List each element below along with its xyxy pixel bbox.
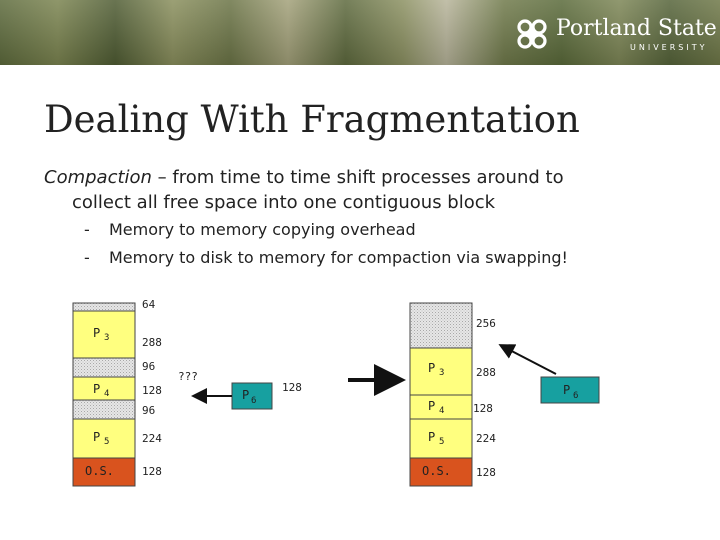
p5-label: P — [428, 430, 435, 444]
p6-process-box: P 6 128 — [231, 381, 302, 410]
process-block-p4 — [409, 394, 473, 420]
definition-continuation: collect all free space into one contiguo… — [72, 192, 496, 213]
p4-subscript: 4 — [439, 406, 444, 416]
p4-subscript: 4 — [104, 389, 109, 399]
bullet-item: Memory to disk to memory for compaction … — [109, 248, 568, 267]
os-block — [409, 457, 473, 487]
p6-subscript: 6 — [573, 391, 578, 401]
p6-subscript: 6 — [251, 396, 256, 406]
logo-subtitle: UNIVERSITY — [630, 43, 708, 52]
header-banner — [0, 0, 720, 65]
university-logo: Portland State UNIVERSITY — [512, 14, 717, 54]
process-block-p3 — [72, 310, 136, 359]
p3-subscript: 3 — [439, 368, 444, 378]
p6-block — [540, 376, 600, 404]
psu-mark-icon — [517, 19, 547, 49]
size-label: 288 — [476, 366, 496, 379]
logo-name: Portland State — [556, 16, 717, 41]
bullet-marker: - — [84, 248, 90, 267]
bullet-marker: - — [84, 220, 90, 239]
size-label: 256 — [476, 317, 496, 330]
left-memory-column: P 3 P 4 P 5 O.S. 64 288 96 128 96 224 12… — [72, 298, 162, 487]
size-label: 96 — [142, 360, 155, 373]
os-block — [72, 457, 136, 487]
size-label: 96 — [142, 404, 155, 417]
p5-label: P — [93, 430, 100, 444]
free-block — [72, 357, 136, 378]
definition-text: – from time to time shift processes arou… — [151, 167, 564, 188]
p3-subscript: 3 — [104, 333, 109, 343]
size-label: 64 — [142, 298, 156, 311]
p5-subscript: 5 — [439, 437, 444, 447]
size-label: 224 — [476, 432, 496, 445]
compaction-definition: Compaction – from time to time shift pro… — [44, 167, 564, 188]
free-block — [409, 302, 473, 349]
process-block-p5 — [409, 418, 473, 459]
slide-title: Dealing With Fragmentation — [44, 98, 580, 141]
memory-compaction-diagram: P 3 P 4 P 5 O.S. 64 288 96 128 96 224 12… — [72, 298, 600, 487]
p6-size-label: 128 — [282, 381, 302, 394]
free-block — [72, 399, 136, 420]
os-label: O.S. — [422, 464, 451, 478]
size-label: 128 — [473, 402, 493, 415]
p6-label: P — [563, 383, 570, 397]
free-block — [72, 302, 136, 312]
compaction-term: Compaction — [44, 167, 152, 188]
p6-label: P — [242, 388, 249, 402]
size-label: 224 — [142, 432, 162, 445]
p4-label: P — [428, 399, 435, 413]
size-label: 128 — [142, 384, 162, 397]
os-label: O.S. — [85, 464, 114, 478]
p3-label: P — [93, 326, 100, 340]
p6-process-box-right: P 6 — [540, 376, 600, 404]
question-mark-label: ??? — [178, 370, 198, 383]
size-label: 128 — [476, 466, 496, 479]
bullet-item: Memory to memory copying overhead — [109, 220, 416, 239]
size-label: 288 — [142, 336, 162, 349]
p3-label: P — [428, 361, 435, 375]
p5-subscript: 5 — [104, 437, 109, 447]
arrow-to-free-space — [498, 344, 557, 375]
p4-label: P — [93, 382, 100, 396]
size-label: 128 — [142, 465, 162, 478]
right-memory-column: P 3 P 4 P 5 O.S. 256 288 128 224 128 — [409, 302, 496, 487]
